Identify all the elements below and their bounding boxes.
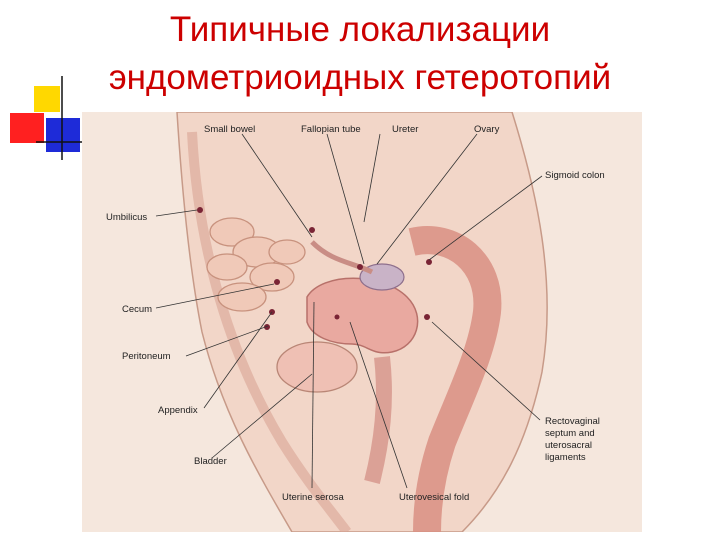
label-rectovaginal-line-4: ligaments [545, 452, 586, 463]
vagina-drawing [364, 356, 392, 484]
small-bowel-drawing [206, 217, 306, 312]
label-small-bowel: Small bowel [204, 124, 255, 135]
label-appendix: Appendix [158, 405, 198, 416]
endometriosis-implants [197, 207, 432, 330]
label-ovary: Ovary [474, 124, 500, 135]
label-fallopian-tube: Fallopian tube [301, 124, 361, 135]
label-rectovaginal-line-3: uterosacral [545, 440, 592, 451]
label-sigmoid-colon: Sigmoid colon [545, 170, 605, 181]
label-uterine-serosa: Uterine serosa [282, 492, 344, 503]
label-rectovaginal-line-2: septum and [545, 428, 595, 439]
label-cecum: Cecum [122, 304, 152, 315]
label-rectovaginal-line-1: Rectovaginal [545, 416, 600, 427]
label-ureter: Ureter [392, 124, 418, 135]
decor-yellow-square [34, 86, 60, 112]
fallopian-tube-drawing [310, 240, 374, 275]
slide-decoration [10, 76, 82, 160]
bladder-drawing [276, 341, 358, 393]
label-umbilicus: Umbilicus [106, 212, 147, 223]
label-peritoneum: Peritoneum [122, 351, 171, 362]
decor-red-square [10, 113, 44, 143]
slide-title-line-2: эндометриоидных гетеротопий [108, 58, 612, 97]
label-bladder: Bladder [194, 456, 227, 467]
decor-blue-square [46, 118, 80, 152]
label-uterovesical-fold: Uterovesical fold [399, 492, 469, 503]
anatomy-illustration: Small bowel Fallopian tube Ureter Ovary … [82, 112, 642, 532]
slide-title: Типичные локализации эндометриоидных гет… [0, 6, 720, 102]
sigmoid-colon-drawing [408, 226, 502, 532]
leader-lines [155, 133, 543, 489]
slide-title-line-1: Типичные локализации [169, 10, 551, 49]
